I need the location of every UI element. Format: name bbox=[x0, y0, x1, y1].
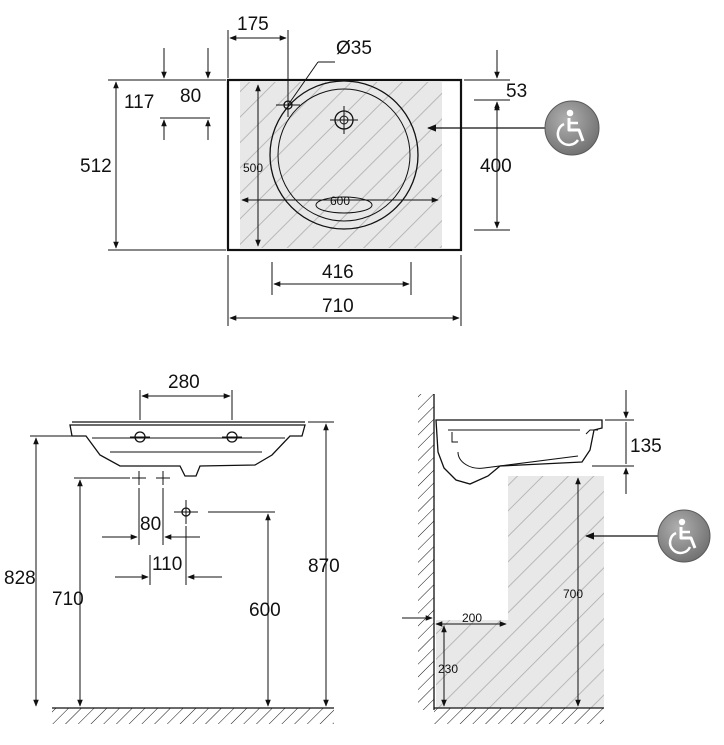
dim-135: 135 bbox=[630, 436, 662, 457]
dim-700: 700 bbox=[563, 587, 583, 601]
floor-front bbox=[52, 708, 334, 724]
dim-416: 416 bbox=[322, 262, 354, 283]
bowl-inner bbox=[277, 88, 411, 222]
dim-710-front: 710 bbox=[52, 589, 84, 610]
dim-53: 53 bbox=[506, 81, 527, 102]
dim-200: 200 bbox=[462, 611, 482, 625]
dim-230: 230 bbox=[438, 662, 458, 676]
dim-80-front: 80 bbox=[140, 514, 161, 535]
basin-front-outline bbox=[69, 424, 306, 477]
side-view: 135 700 200 230 bbox=[402, 390, 662, 724]
dim-512: 512 bbox=[80, 156, 112, 177]
dim-117: 117 bbox=[124, 92, 154, 113]
dim-600-top: 600 bbox=[330, 194, 350, 208]
dim-500: 500 bbox=[243, 161, 263, 175]
access-zone-top bbox=[240, 82, 442, 248]
dim-110: 110 bbox=[152, 554, 182, 575]
knee-clearance-zone bbox=[436, 476, 604, 708]
dim-280: 280 bbox=[168, 372, 200, 393]
wheelchair-icon bbox=[544, 100, 600, 156]
dim-tap-diameter: Ø35 bbox=[336, 38, 372, 59]
wall bbox=[418, 394, 434, 710]
tap-hole-leader bbox=[287, 61, 319, 106]
dim-80-top: 80 bbox=[180, 86, 201, 107]
basin-outline-top bbox=[226, 78, 463, 252]
dim-710-top: 710 bbox=[322, 296, 354, 317]
bowl-outer bbox=[269, 80, 419, 230]
dim-828: 828 bbox=[4, 568, 36, 589]
dim-175: 175 bbox=[237, 14, 269, 35]
dim-870: 870 bbox=[308, 556, 340, 577]
bowl-drain-outline bbox=[315, 196, 373, 214]
floor-side bbox=[434, 708, 604, 724]
top-view: 175 Ø35 512 117 80 500 600 53 400 bbox=[80, 14, 545, 326]
dim-400: 400 bbox=[480, 156, 512, 177]
front-view: 280 80 110 828 710 600 870 bbox=[4, 372, 340, 724]
wheelchair-icon bbox=[657, 509, 711, 563]
dim-600-front: 600 bbox=[249, 600, 281, 621]
